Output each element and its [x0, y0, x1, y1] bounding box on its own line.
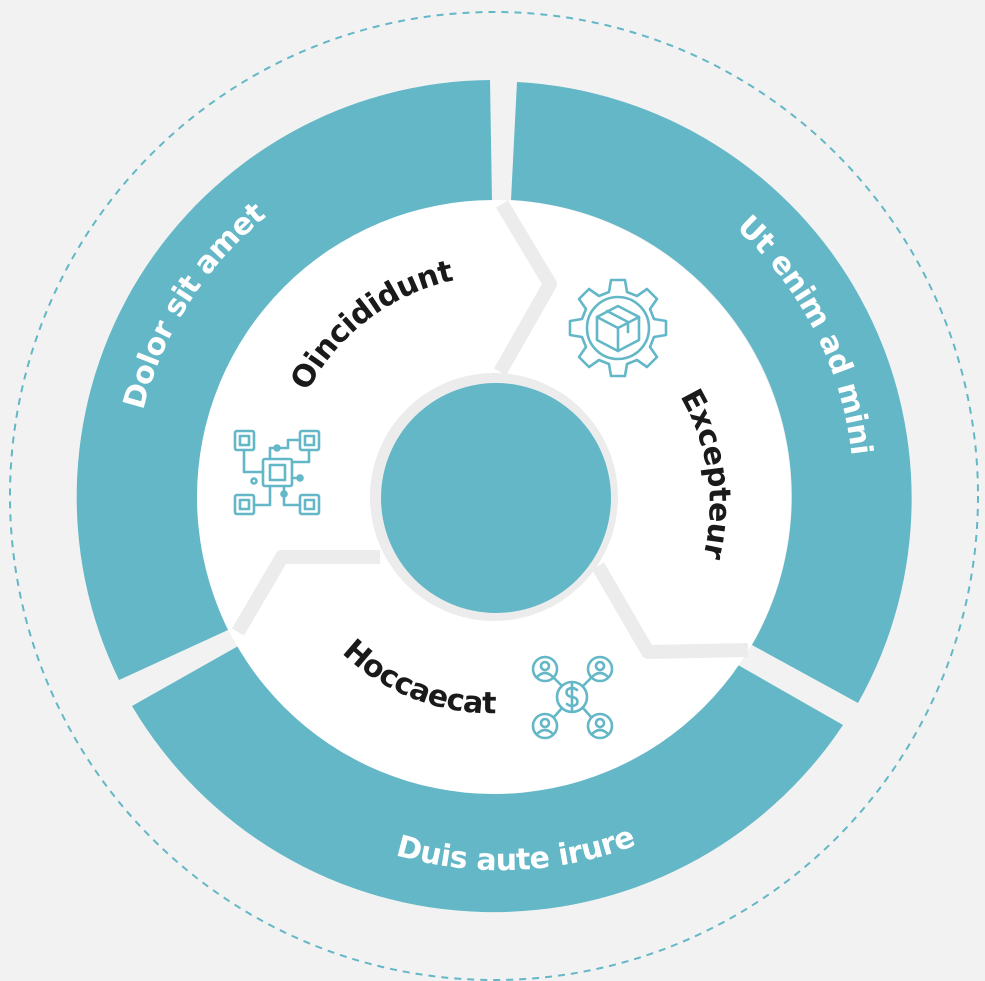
outer-ring [76, 80, 912, 913]
outer-segment-ut-enim-ad-mini[interactable] [511, 82, 912, 703]
center-hub [381, 383, 611, 613]
gear-box-icon [568, 278, 668, 378]
people-money-network-icon [531, 655, 614, 740]
dashed-outer-ring [9, 11, 979, 981]
segment-dividers [231, 200, 749, 659]
outer-segment-dolor-sit-amet[interactable] [76, 80, 493, 680]
outer-segment-duis-aute-irure[interactable] [132, 645, 843, 913]
circuit-chip-icon [233, 429, 321, 516]
